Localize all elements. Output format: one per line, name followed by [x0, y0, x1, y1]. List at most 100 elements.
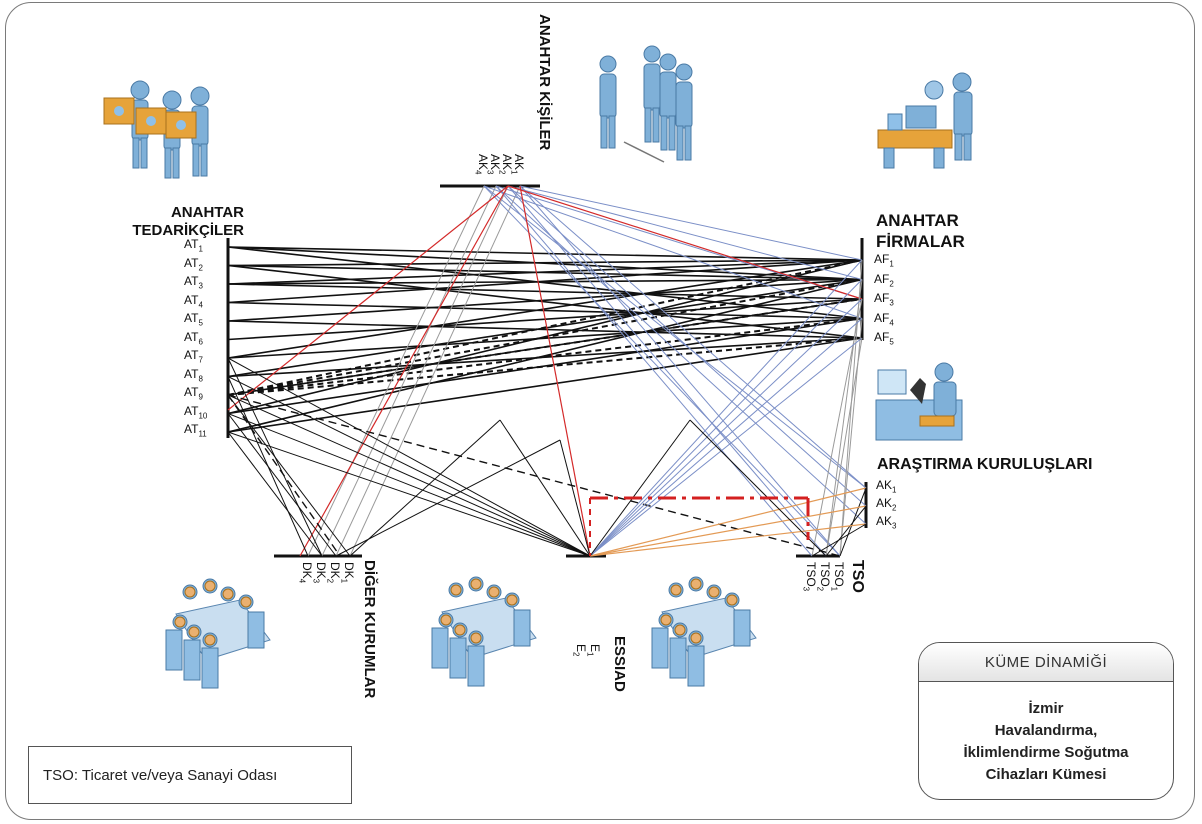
connection-line — [519, 185, 841, 557]
connection-line — [227, 376, 591, 557]
supplier-node-label: AT11 — [184, 422, 207, 439]
connection-line — [495, 185, 813, 557]
connection-line — [825, 505, 867, 557]
connection-line — [227, 337, 863, 396]
tso-title: TSO — [849, 560, 866, 593]
connection-line — [227, 283, 863, 300]
connection-line — [335, 185, 509, 557]
key-firms-title-line1: ANAHTAR — [876, 211, 959, 230]
connection-line — [227, 357, 591, 557]
connection-line — [507, 185, 827, 557]
connection-line — [559, 439, 591, 557]
key-people-icon — [599, 45, 693, 163]
connection-line — [589, 259, 863, 557]
legend-text: TSO: Ticaret ve/veya Sanayi Odası — [43, 766, 278, 784]
key-firms-title: ANAHTAR FİRMALAR — [876, 210, 965, 252]
firms-icon — [877, 72, 973, 169]
connection-line — [227, 413, 337, 557]
connection-line — [495, 185, 863, 300]
connection-line — [227, 431, 323, 557]
connection-line — [349, 185, 521, 557]
connection-line — [227, 278, 863, 396]
connection-line — [483, 185, 867, 489]
key-suppliers-title-line2: TEDARİKÇİLER — [132, 222, 244, 239]
connection-line — [227, 278, 863, 433]
cluster-header: KÜME DİNAMİĞİ — [919, 643, 1173, 682]
connection-line — [589, 337, 863, 557]
supplier-node-label: AT7 — [184, 348, 203, 365]
legend-box: TSO: Ticaret ve/veya Sanayi Odası — [28, 746, 352, 804]
connection-line — [227, 259, 863, 304]
connection-line — [227, 317, 863, 415]
connection-line — [227, 246, 863, 261]
cluster-body: İzmir Havalandırma, İklimlendirme Soğutm… — [919, 682, 1173, 786]
tso-node-label: TSO2 — [815, 562, 832, 592]
connection-line — [689, 419, 827, 557]
key-person-node-label: AK4 — [473, 154, 490, 175]
key-suppliers-title-line1: ANAHTAR — [170, 204, 244, 221]
connection-line — [589, 505, 867, 557]
supplier-node-label: AT3 — [184, 274, 203, 291]
connection-line — [227, 259, 863, 285]
connection-line — [227, 259, 863, 396]
connection-line — [589, 318, 863, 557]
connection-line — [227, 278, 863, 322]
research-node-label: AK2 — [876, 496, 897, 513]
connection-line — [227, 264, 863, 339]
research-icon — [875, 362, 963, 441]
connection-line — [519, 185, 863, 261]
tso-node-label: TSO3 — [801, 562, 818, 592]
research-node-label: AK1 — [876, 478, 897, 495]
key-people-title: ANAHTAR KİŞİLER — [536, 14, 553, 151]
other-institution-node-label: DK3 — [311, 562, 328, 584]
meeting-icon-essiad — [431, 576, 537, 687]
connection-line — [507, 185, 863, 300]
supplier-node-label: AT4 — [184, 292, 203, 309]
connection-line — [307, 185, 485, 557]
meeting-icon-dk — [165, 578, 271, 689]
connection-line — [483, 185, 841, 557]
supplier-node-label: AT6 — [184, 329, 203, 346]
connection-line — [227, 394, 351, 557]
firm-node-label: AF5 — [874, 330, 894, 347]
firm-node-label: AF2 — [874, 271, 894, 288]
connection-line — [227, 413, 591, 557]
connection-line — [227, 394, 341, 557]
connection-line — [483, 185, 863, 319]
connection-line — [519, 185, 867, 489]
key-suppliers-title: ANAHTAR TEDARİKÇİLER — [132, 204, 244, 239]
connection-line — [227, 320, 863, 339]
connection-line — [349, 419, 501, 557]
connection-line — [227, 317, 863, 396]
meeting-icon-tso — [651, 576, 757, 687]
other-institution-node-label: DK4 — [297, 562, 314, 584]
connection-line — [495, 185, 867, 525]
other-institution-node-label: DK1 — [339, 562, 356, 584]
supplier-node-label: AT2 — [184, 255, 203, 272]
connection-line — [507, 185, 863, 280]
other-institution-node-label: DK2 — [325, 562, 342, 584]
connection-line — [811, 298, 863, 557]
cluster-line-2: Havalandırma, — [994, 722, 1098, 739]
connection-line — [321, 185, 497, 557]
diagram-frame — [5, 2, 1195, 820]
research-title: ARAŞTIRMA KURULUŞLARI — [877, 456, 1093, 473]
connection-line — [227, 298, 863, 396]
connection-line — [825, 337, 863, 557]
connection-line — [227, 431, 591, 557]
connection-line — [589, 523, 867, 557]
research-node-label: AK3 — [876, 514, 897, 531]
suppliers-icon — [103, 80, 210, 179]
cluster-dynamics-box: KÜME DİNAMİĞİ İzmir Havalandırma, İkliml… — [918, 642, 1174, 800]
essiad-node-label: E2 — [571, 644, 588, 657]
supplier-node-label: AT9 — [184, 385, 203, 402]
firm-node-label: AF3 — [874, 291, 894, 308]
supplier-node-label: AT10 — [184, 403, 208, 420]
connection-line — [589, 487, 867, 557]
cluster-line-1: İzmir — [1028, 700, 1064, 717]
connection-line — [499, 419, 591, 557]
connection-line — [227, 259, 863, 359]
connection-line — [299, 185, 509, 557]
connection-line — [335, 439, 561, 557]
